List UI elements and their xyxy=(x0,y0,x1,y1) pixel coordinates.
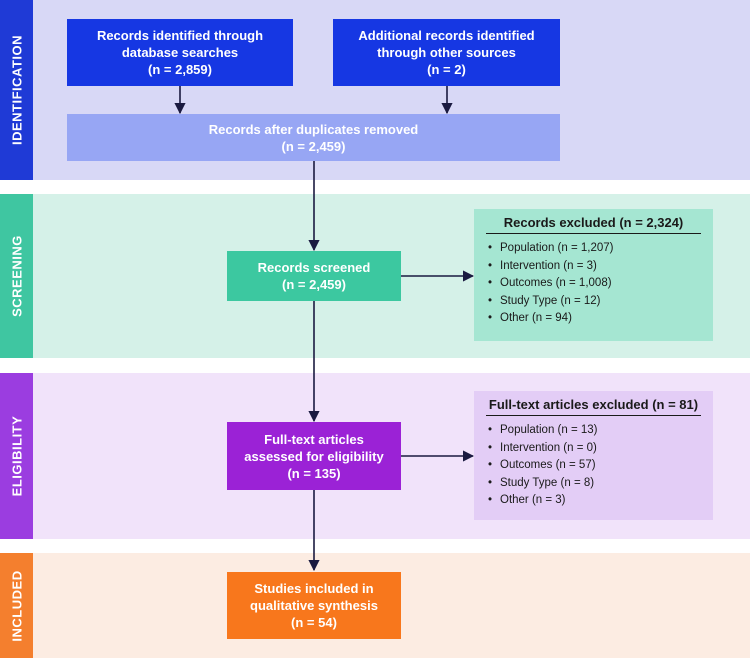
screening-tab: SCREENING xyxy=(0,194,33,358)
list-item: Other (n = 3) xyxy=(486,492,701,510)
fulltext-assessed-line1: Full-text articles xyxy=(264,431,364,447)
studies-included-line2: qualitative synthesis xyxy=(250,598,378,613)
database-records-line2: database searches xyxy=(121,45,239,60)
other-sources-line1: Additional records identified xyxy=(358,28,535,43)
records-screened-box: Records screened (n = 2,459) xyxy=(227,251,401,301)
list-item: Study Type (n = 12) xyxy=(486,293,701,311)
list-item: Outcomes (n = 57) xyxy=(486,457,701,475)
list-item: Population (n = 1,207) xyxy=(486,240,701,258)
records-screened-line1: Records screened xyxy=(257,260,371,275)
other-sources-box: Additional records identified through ot… xyxy=(333,19,560,86)
records-screened-count: (n = 2,459) xyxy=(282,277,346,292)
other-sources-count: (n = 2) xyxy=(427,62,466,77)
database-records-count: (n = 2,859) xyxy=(148,62,212,77)
list-item: Intervention (n = 0) xyxy=(486,440,701,458)
fulltext-assessed-count: (n = 135) xyxy=(287,465,341,481)
duplicates-removed-box: Records after duplicates removed (n = 2,… xyxy=(67,114,560,161)
list-item: Other (n = 94) xyxy=(486,310,701,328)
duplicates-removed-line1: Records after duplicates removed xyxy=(208,121,419,137)
identification-tab: IDENTIFICATION xyxy=(0,0,33,180)
studies-included-line1: Studies included in xyxy=(254,581,374,596)
duplicates-removed-count: (n = 2,459) xyxy=(281,138,346,154)
list-item: Study Type (n = 8) xyxy=(486,475,701,493)
list-item: Outcomes (n = 1,008) xyxy=(486,275,701,293)
database-records-box: Records identified through database sear… xyxy=(67,19,293,86)
records-excluded-title: Records excluded (n = 2,324) xyxy=(486,215,701,234)
fulltext-excluded-box: Full-text articles excluded (n = 81) Pop… xyxy=(474,391,713,520)
list-item: Population (n = 13) xyxy=(486,422,701,440)
fulltext-excluded-list: Population (n = 13) Intervention (n = 0)… xyxy=(486,422,701,510)
fulltext-excluded-title: Full-text articles excluded (n = 81) xyxy=(486,397,701,416)
records-excluded-list: Population (n = 1,207) Intervention (n =… xyxy=(486,240,701,328)
eligibility-tab: ELIGIBILITY xyxy=(0,373,33,539)
fulltext-assessed-box: Full-text articles assessed for eligibil… xyxy=(227,422,401,490)
studies-included-count: (n = 54) xyxy=(291,615,337,630)
included-tab: INCLUDED xyxy=(0,553,33,658)
list-item: Intervention (n = 3) xyxy=(486,258,701,276)
other-sources-line2: through other sources xyxy=(377,45,516,60)
studies-included-box: Studies included in qualitative synthesi… xyxy=(227,572,401,639)
fulltext-assessed-line2: assessed for eligibility xyxy=(244,448,384,464)
records-excluded-box: Records excluded (n = 2,324) Population … xyxy=(474,209,713,341)
database-records-line1: Records identified through xyxy=(96,28,264,43)
